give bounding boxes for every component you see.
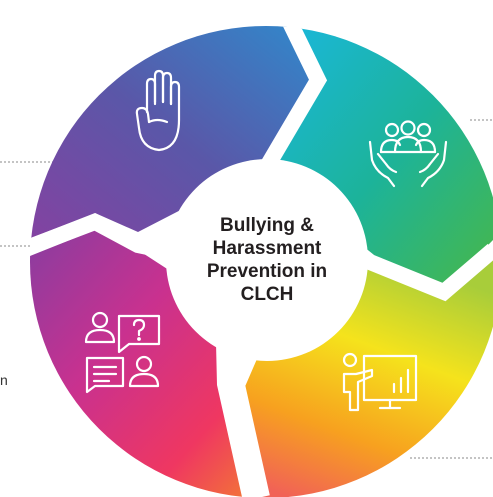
center-title-line-4: CLCH — [240, 284, 294, 305]
center-circle — [166, 159, 368, 361]
cropped-edge-text: n — [0, 372, 8, 388]
center-title-line-3: Prevention in — [206, 261, 328, 282]
center-title-line-2: Harassment — [212, 238, 322, 259]
raised-hand-icon — [135, 69, 181, 152]
conversation-question-icon — [84, 311, 161, 394]
presentation-icon — [342, 352, 418, 412]
people-in-hands-icon — [368, 120, 448, 188]
center-title: Bullying & Harassment Prevention in CLCH — [172, 200, 362, 320]
center-title-line-1: Bullying & — [220, 215, 314, 236]
